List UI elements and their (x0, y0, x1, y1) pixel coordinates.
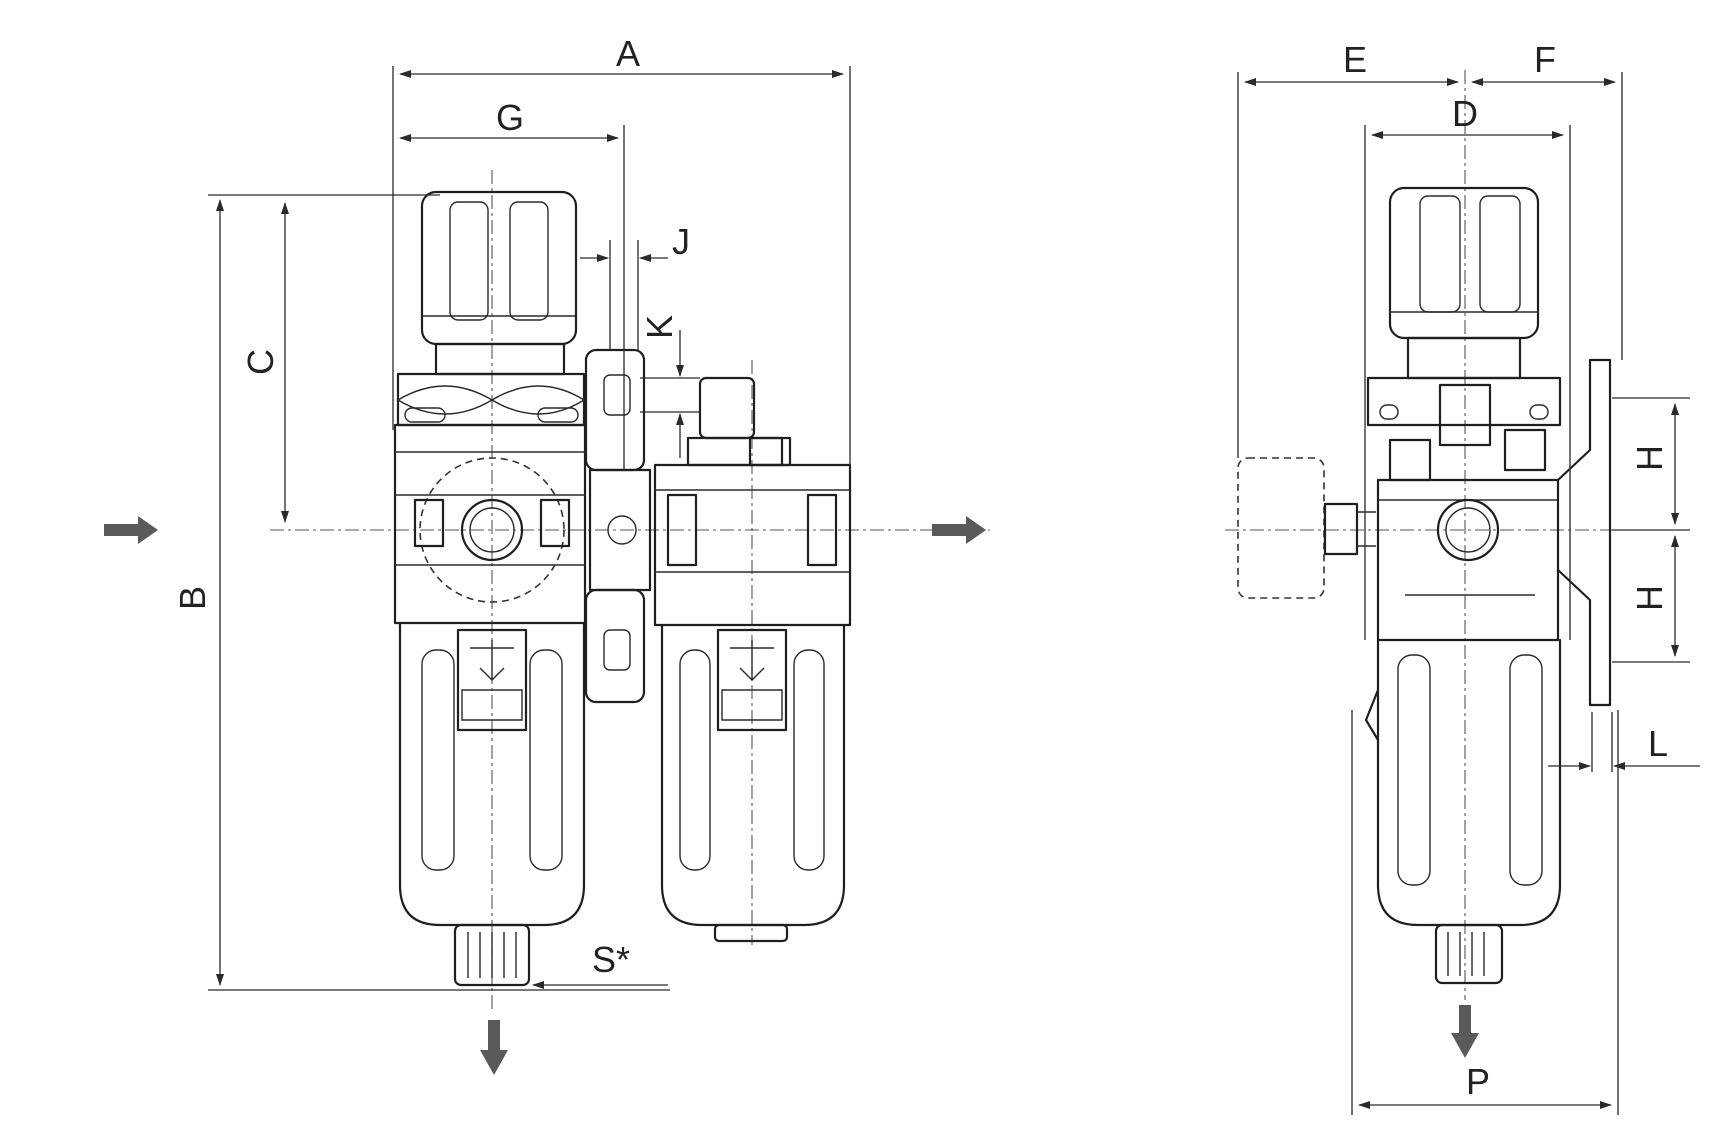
dimension-P: P (1351, 710, 1619, 1115)
label-C: C (240, 349, 281, 375)
mounting-bracket (1556, 358, 1612, 707)
pressure-gauge-outline (1237, 457, 1325, 599)
dimension-J: J (580, 221, 690, 350)
inlet-flow-arrow-icon (104, 516, 158, 544)
dimension-D: D (1364, 93, 1571, 640)
label-E: E (1343, 39, 1367, 80)
label-A: A (616, 33, 640, 74)
drain-flow-arrow-icon (480, 1020, 508, 1075)
label-K: K (639, 315, 680, 339)
label-H-upper: H (1629, 445, 1670, 471)
filter-regulator-body (393, 423, 587, 625)
dimension-K: K (639, 315, 700, 458)
dimension-L: L (1548, 712, 1700, 772)
dimension-A: A (392, 33, 851, 470)
dimension-H: H H (1612, 397, 1690, 663)
label-S: S* (592, 939, 630, 980)
regulator-bonnet (396, 372, 586, 427)
dimension-E-F: E F (1237, 39, 1623, 458)
dimension-G: G (399, 97, 625, 470)
side-bowl (1364, 638, 1562, 985)
label-P: P (1466, 1061, 1490, 1102)
filter-bowl (398, 621, 586, 987)
side-knob (1388, 186, 1540, 380)
label-F: F (1534, 39, 1556, 80)
front-view: A G B C J (104, 33, 990, 1075)
dimension-C: C (240, 202, 289, 523)
side-body (1376, 478, 1560, 642)
modular-connector (584, 348, 652, 704)
label-H-lower: H (1629, 585, 1670, 611)
outlet-flow-arrow-icon (932, 516, 986, 544)
dimension-S: S* (532, 939, 668, 989)
label-G: G (496, 97, 524, 138)
side-bonnet (1366, 376, 1562, 482)
side-drain-arrow-icon (1451, 1005, 1479, 1058)
label-D: D (1452, 93, 1478, 134)
regulator-knob (420, 190, 578, 376)
side-view: E F D H H L (1225, 39, 1700, 1115)
label-J: J (672, 221, 690, 262)
label-B: B (172, 586, 213, 610)
lubricator-body (653, 376, 852, 943)
dimension-B: B (172, 194, 670, 991)
label-L: L (1648, 723, 1668, 764)
gauge-port (1323, 502, 1359, 556)
